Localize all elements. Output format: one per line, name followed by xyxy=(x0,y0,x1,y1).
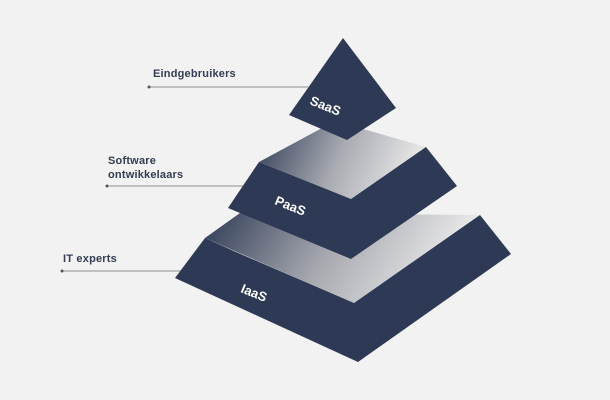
iaas-audience-label: IT experts xyxy=(63,253,117,265)
connector-dot-saas xyxy=(147,85,151,89)
paas-layer: PaaS xyxy=(228,121,457,259)
connector-dot-paas xyxy=(105,184,109,188)
saas-pyramid-top xyxy=(289,38,396,140)
paas-audience-label-line1: Software xyxy=(108,155,157,167)
connector-dot-iaas xyxy=(60,269,64,273)
paas-top-face xyxy=(259,121,426,199)
paas-front-face xyxy=(228,147,457,259)
saas-layer: SaaS xyxy=(289,38,396,140)
iaas-top-face xyxy=(205,213,480,303)
iaas-layer: IaaS xyxy=(175,213,511,362)
paas-audience-label-line2: ontwikkelaars xyxy=(108,169,184,181)
iaas-front-face xyxy=(175,215,511,362)
saas-audience-label: Eindgebruikers xyxy=(153,68,236,80)
connector-lines xyxy=(60,85,308,273)
